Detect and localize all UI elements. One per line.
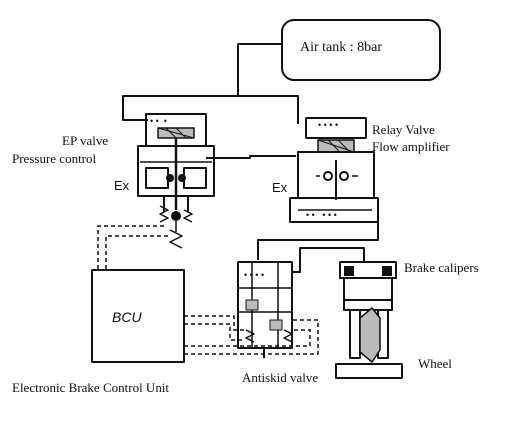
bcu-label: BCU [112,309,142,325]
relay-valve-label-2: Flow amplifier [372,139,450,154]
bcu-caption: Electronic Brake Control Unit [12,380,169,395]
svg-text:• • • • •: • • • • • [306,210,337,220]
antiskid-label: Antiskid valve [242,370,318,385]
wheel-label: Wheel [418,356,452,371]
signal-wire-ep-1 [97,225,164,270]
caliper-line [292,247,365,273]
ep-valve: • • • [137,113,215,249]
signal-wire-ep-2 [105,235,168,270]
ep-valve-label-2: Pressure control [12,151,97,166]
relay-valve: • • • • • • • • • [289,117,379,223]
air-tank [281,19,441,81]
signal-wire-antiskid-3 [184,329,311,347]
svg-text:• • •: • • • [150,116,167,126]
antiskid-valve: • • • • [237,261,293,358]
air-tank-label: Air tank : 8bar [300,40,382,55]
svg-text:• • • •: • • • • [318,120,338,130]
wheel [335,307,403,379]
signal-wire-antiskid-2 [184,323,244,341]
supply-line-relay [238,95,299,124]
relay-valve-label-1: Relay Valve [372,122,435,137]
svg-text:• • • •: • • • • [244,270,264,280]
ex-label-right: Ex [272,180,288,195]
ep-valve-label-1: EP valve [62,133,108,148]
brake-calipers-label: Brake calipers [404,260,479,275]
supply-line-ep [122,43,282,121]
ex-label-left: Ex [114,178,130,193]
signal-wire-antiskid-4 [184,319,319,355]
signal-wire-antiskid-1 [184,315,244,331]
delivery-line [257,222,379,260]
pilot-line [206,155,296,159]
